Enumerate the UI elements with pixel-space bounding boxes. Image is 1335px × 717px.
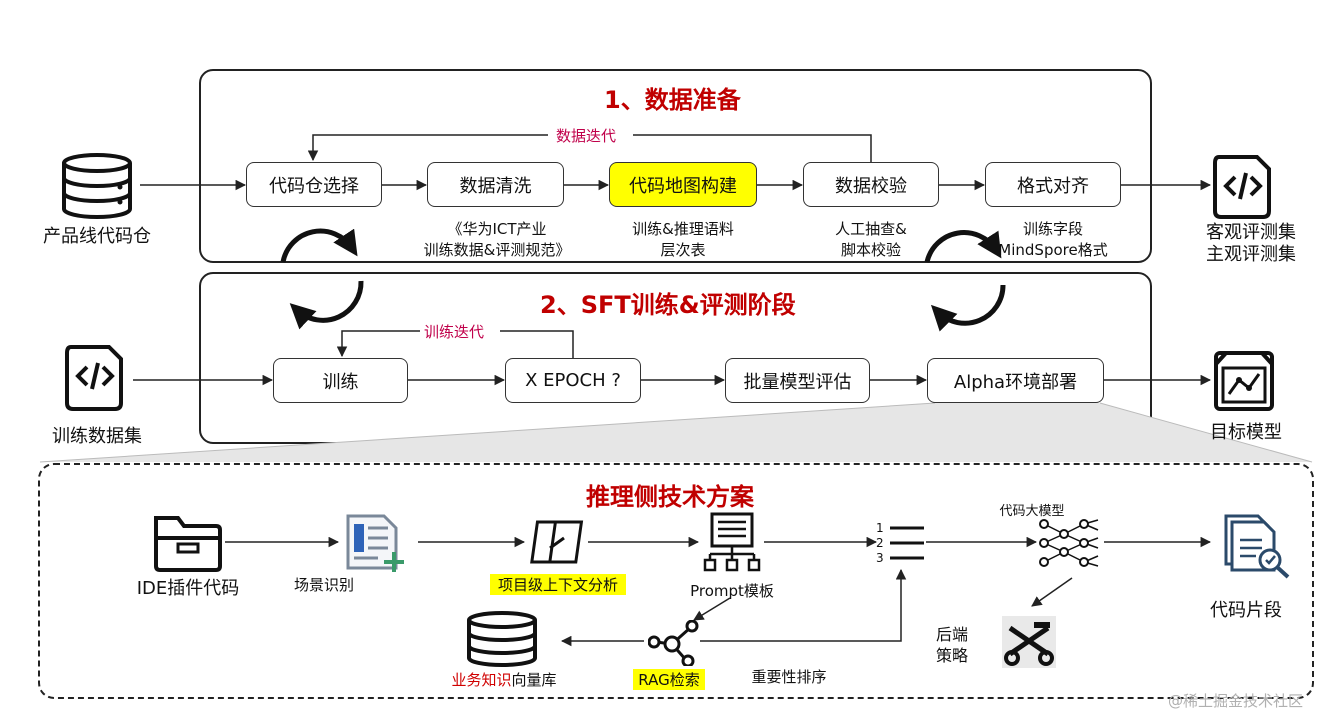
scene-doc-icon: [346, 514, 404, 572]
watermark: @稀土掘金技术社区: [1168, 692, 1304, 710]
note-code-map: 训练&推理语料层次表: [632, 220, 734, 259]
scissors-icon: [1002, 616, 1056, 668]
ide-plugin-label: IDE插件代码: [136, 578, 240, 599]
product-repo-label: 产品线代码仓: [43, 226, 151, 247]
rag-search-label: RAG检索: [633, 669, 705, 690]
step-format-align: 格式对齐: [985, 162, 1121, 207]
code-file-icon: [65, 345, 123, 411]
data-iteration-label: 数据迭代: [556, 127, 617, 145]
folder-icon: [154, 516, 222, 572]
graph-search-icon: [648, 620, 699, 666]
inference-panel: [38, 463, 1314, 699]
prompt-template-label: Prompt模板: [690, 582, 774, 600]
prompt-template-icon: [703, 512, 761, 572]
step-code-map: 代码地图构建: [609, 162, 757, 207]
svg-text:2: 2: [876, 536, 884, 550]
svg-text:3: 3: [876, 551, 884, 565]
note-verify: 人工抽查&脚本校验: [835, 220, 907, 259]
section3-title: 推理侧技术方案: [586, 483, 754, 511]
step-alpha-deploy: Alpha环境部署: [927, 358, 1104, 403]
code-snippet-label: 代码片段: [1210, 600, 1282, 621]
context-analysis-label: 项目级上下文分析: [490, 574, 626, 595]
eval-set-label: 客观评测集主观评测集: [1206, 222, 1296, 265]
step-data-cleaning: 数据清洗: [427, 162, 564, 207]
model-box-icon: [1214, 351, 1274, 411]
step-batch-eval: 批量模型评估: [725, 358, 870, 403]
training-iteration-label: 训练迭代: [424, 323, 485, 341]
neural-network-icon: [1039, 519, 1099, 567]
target-model-label: 目标模型: [1210, 422, 1282, 443]
step-train: 训练: [273, 358, 408, 403]
vector-db-icon: [467, 611, 537, 667]
code-file-icon: [1213, 155, 1271, 219]
llm-label: 代码大模型: [999, 504, 1065, 519]
backend-strategy-label: 后端策略: [935, 625, 968, 665]
step-epoch-check: X EPOCH ?: [505, 358, 641, 403]
code-snippet-icon: [1224, 514, 1290, 579]
context-analysis-icon: [530, 520, 584, 564]
svg-text:1: 1: [876, 521, 884, 535]
importance-rank-label: 重要性排序: [751, 668, 827, 686]
scene-recognition-label: 场景识别: [293, 576, 354, 594]
numbered-list-icon: 1 2 3: [876, 521, 924, 565]
note-cleaning: 《华为ICT产业训练数据&评测规范》: [423, 220, 571, 259]
knowledge-vector-db-label: 业务知识向量库: [451, 671, 557, 689]
step-data-verify: 数据校验: [803, 162, 939, 207]
data-prep-panel: [199, 69, 1152, 263]
training-dataset-label: 训练数据集: [52, 426, 142, 447]
step-repo-select: 代码仓选择: [246, 162, 382, 207]
database-icon: [62, 153, 132, 219]
section1-title: 1、数据准备: [604, 86, 741, 114]
section2-title: 2、SFT训练&评测阶段: [540, 291, 796, 319]
